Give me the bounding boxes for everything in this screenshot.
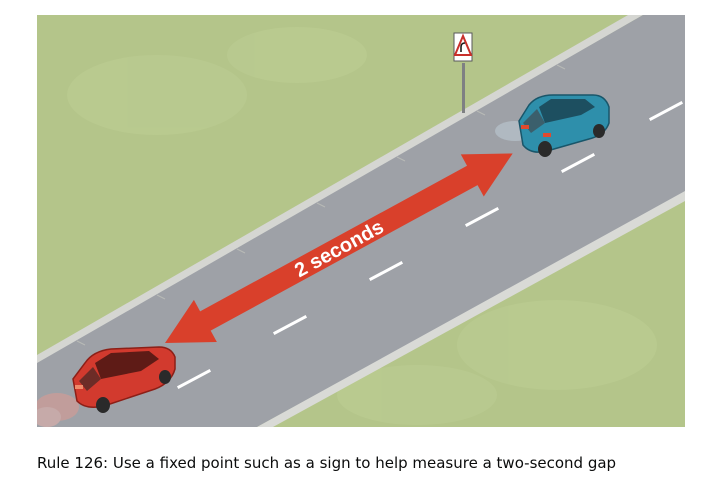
following-car-wheel-front xyxy=(159,370,171,384)
lead-car xyxy=(518,94,610,157)
lead-car-tail-light xyxy=(521,125,529,129)
figure-caption: Rule 126: Use a fixed point such as a si… xyxy=(37,454,617,472)
lead-car-windows xyxy=(539,99,595,123)
lead-car-tail-light-right xyxy=(543,133,551,137)
following-car-tail-light xyxy=(75,385,83,389)
following-car-wheel-rear xyxy=(96,397,110,413)
following-car-motion-blur xyxy=(37,393,79,427)
lead-car-wheel-rear xyxy=(538,141,552,157)
road-kerb-near xyxy=(257,191,685,427)
lead-car-wheel-front xyxy=(593,124,605,138)
grass-texture xyxy=(67,27,657,425)
road-centre-dashes xyxy=(176,100,684,390)
two-second-gap-illustration: 2 seconds xyxy=(37,15,685,427)
sign-bend-symbol xyxy=(460,42,466,52)
following-car-windows xyxy=(95,351,159,379)
following-car-rear-window xyxy=(79,367,101,391)
sign-triangle xyxy=(453,33,473,56)
arrow-shape xyxy=(165,153,513,343)
following-car xyxy=(72,346,176,413)
sign-post xyxy=(462,63,465,113)
bend-warning-sign-icon xyxy=(453,32,473,113)
kerb-segments-far xyxy=(76,64,566,346)
